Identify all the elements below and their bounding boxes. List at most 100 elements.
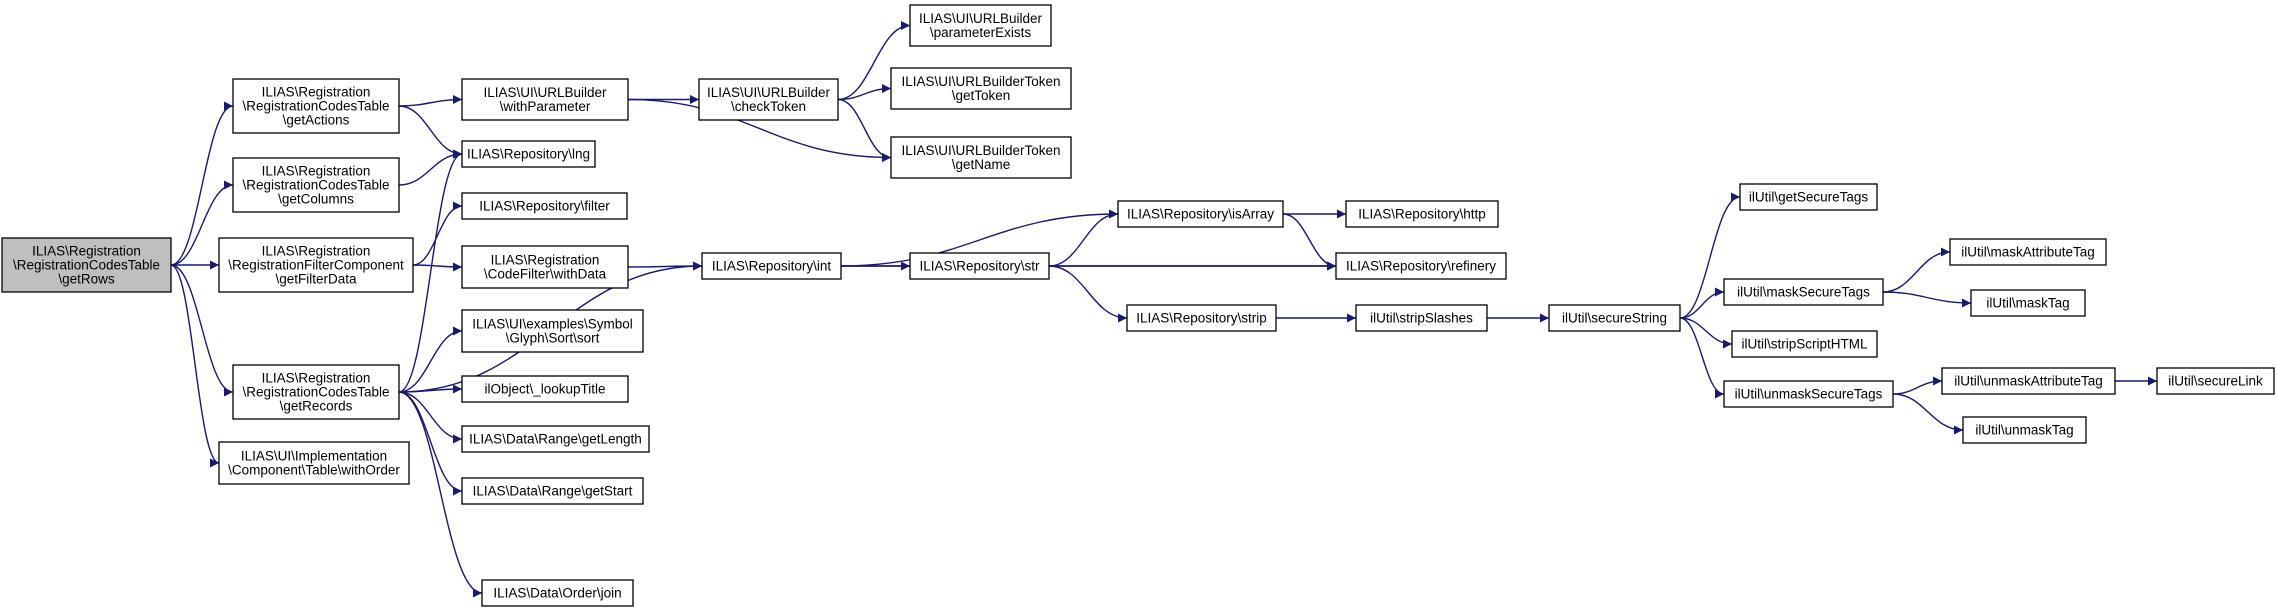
node-label-line: \checkToken (731, 99, 806, 114)
node-with-data[interactable]: ILIAS\Registration\CodeFilter\withData (461, 245, 629, 289)
node-secure-string[interactable]: ilUtil\secureString (1548, 304, 1681, 332)
node-check-token[interactable]: ILIAS\UI\URLBuilder\checkToken (698, 78, 839, 121)
edge-get-filter-data-to-with-data (412, 262, 463, 272)
node-label-line: ilUtil\getSecureTags (1749, 190, 1869, 205)
node-mask-secure-tags[interactable]: ilUtil\maskSecureTags (1723, 278, 1884, 306)
edge-get-filter-data-to-filter (412, 201, 463, 266)
edge-get-records-to-get-length (398, 391, 463, 444)
node-unmask-secure-tags[interactable]: ilUtil\unmaskSecureTags (1723, 380, 1894, 408)
node-box (1723, 278, 1884, 306)
edge-int-to-is-array (840, 209, 1119, 267)
node-label-line: ilUtil\secureString (1562, 311, 1667, 326)
node-label-line: ILIAS\UI\URLBuilderToken (901, 143, 1060, 158)
edge-root-to-with-order (170, 264, 220, 468)
node-label-line: ilUtil\stripSlashes (1370, 311, 1473, 326)
node-label-line: ILIAS\Repository\str (919, 259, 1040, 274)
node-label-line: ILIAS\Repository\lng (467, 147, 590, 162)
node-box (461, 78, 629, 121)
node-get-filter-data[interactable]: ILIAS\Registration\RegistrationFilterCom… (218, 237, 414, 293)
node-get-start[interactable]: ILIAS\Data\Range\getStart (461, 477, 644, 505)
node-secure-link[interactable]: ilUtil\secureLink (2156, 367, 2275, 395)
node-unmask-attribute-tag[interactable]: ilUtil\unmaskAttributeTag (1941, 367, 2116, 395)
edge-get-records-to-lng (398, 149, 463, 393)
node-get-name[interactable]: ILIAS\UI\URLBuilderToken\getName (890, 136, 1072, 179)
node-label-line: ilUtil\maskAttributeTag (1961, 245, 2095, 260)
node-mask-attribute-tag[interactable]: ilUtil\maskAttributeTag (1949, 238, 2107, 266)
node-get-columns[interactable]: ILIAS\Registration\RegistrationCodesTabl… (232, 157, 400, 213)
node-box (1731, 330, 1878, 358)
node-label-line: ILIAS\Repository\refinery (1346, 259, 1496, 274)
node-box (1723, 380, 1894, 408)
node-label-line: ilUtil\unmaskSecureTags (1735, 387, 1883, 402)
edge-str-to-strip (1048, 265, 1128, 323)
node-label-line: \RegistrationCodesTable (13, 258, 160, 273)
node-label-line: \getName (952, 157, 1011, 172)
node-get-secure-tags[interactable]: ilUtil\getSecureTags (1739, 183, 1878, 211)
node-box (218, 237, 414, 293)
node-get-actions[interactable]: ILIAS\Registration\RegistrationCodesTabl… (232, 78, 400, 134)
edge-secure-string-to-strip-script-html (1679, 317, 1733, 349)
node-strip-script-html[interactable]: ilUtil\stripScriptHTML (1731, 330, 1878, 358)
edge-is-array-to-refinery (1282, 213, 1337, 271)
node-get-length[interactable]: ILIAS\Data\Range\getLength (461, 425, 650, 453)
node-filter[interactable]: ILIAS\Repository\filter (461, 192, 628, 220)
node-box (461, 140, 596, 168)
node-box (232, 364, 400, 420)
node-box (1739, 183, 1878, 211)
node-box (1117, 200, 1284, 228)
edge-root-to-get-records (170, 264, 234, 397)
edge-with-data-to-int (627, 261, 703, 271)
node-box (1345, 200, 1499, 228)
edge-get-records-to-join (398, 391, 483, 598)
node-label-line: ILIAS\Registration (491, 253, 600, 268)
node-mask-tag[interactable]: ilUtil\maskTag (1970, 289, 2086, 317)
node-box (890, 67, 1072, 110)
node-is-array[interactable]: ILIAS\Repository\isArray (1117, 200, 1284, 228)
node-box (461, 245, 629, 289)
node-lng[interactable]: ILIAS\Repository\lng (461, 140, 596, 168)
node-str[interactable]: ILIAS\Repository\str (909, 252, 1050, 280)
node-label-line: ILIAS\Repository\filter (479, 199, 610, 214)
edge-check-token-to-parameter-exists (837, 21, 911, 101)
node-label-line: \getColumns (278, 192, 354, 207)
node-label-line: \RegistrationCodesTable (242, 99, 389, 114)
node-refinery[interactable]: ILIAS\Repository\refinery (1335, 252, 1507, 280)
node-root[interactable]: ILIAS\Registration\RegistrationCodesTabl… (1, 237, 172, 293)
edge-get-actions-to-lng (398, 105, 463, 159)
node-get-token[interactable]: ILIAS\UI\URLBuilderToken\getToken (890, 67, 1072, 110)
node-label-line: ILIAS\Repository\strip (1136, 311, 1267, 326)
node-int[interactable]: ILIAS\Repository\int (701, 252, 842, 280)
node-strip-slashes[interactable]: ilUtil\stripSlashes (1355, 304, 1488, 332)
node-box (461, 375, 629, 403)
node-box (909, 252, 1050, 280)
node-label-line: \withParameter (500, 99, 591, 114)
node-with-order[interactable]: ILIAS\UI\Implementation\Component\Table\… (218, 441, 410, 485)
node-box (232, 78, 400, 134)
node-box (232, 157, 400, 213)
edge-check-token-to-get-token (837, 84, 892, 101)
node-unmask-tag[interactable]: ilUtil\unmaskTag (1962, 416, 2087, 444)
node-with-parameter[interactable]: ILIAS\UI\URLBuilder\withParameter (461, 78, 629, 121)
edge-root-to-get-actions (170, 101, 234, 266)
node-http[interactable]: ILIAS\Repository\http (1345, 200, 1499, 228)
node-sort[interactable]: ILIAS\UI\examples\Symbol\Glyph\Sort\sort (461, 309, 644, 353)
node-box (1941, 367, 2116, 395)
node-box (1, 237, 172, 293)
edge-get-records-to-sort (398, 326, 463, 393)
node-box (461, 309, 644, 353)
node-strip[interactable]: ILIAS\Repository\strip (1126, 304, 1277, 332)
node-lookup-title[interactable]: ilObject\_lookupTitle (461, 375, 629, 403)
node-box (1335, 252, 1507, 280)
node-label-line: \Glyph\Sort\sort (506, 331, 600, 346)
node-label-line: \getRecords (280, 399, 353, 414)
edge-mask-secure-tags-to-mask-attribute-tag (1882, 247, 1951, 293)
node-parameter-exists[interactable]: ILIAS\UI\URLBuilder\parameterExists (909, 4, 1052, 47)
node-label-line: ILIAS\Registration (262, 85, 371, 100)
edge-str-to-is-array (1048, 209, 1119, 267)
node-get-records[interactable]: ILIAS\Registration\RegistrationCodesTabl… (232, 364, 400, 420)
node-join[interactable]: ILIAS\Data\Order\join (481, 579, 634, 607)
node-box (461, 192, 628, 220)
edge-secure-string-to-unmask-secure-tags (1679, 317, 1725, 399)
edge-secure-string-to-mask-secure-tags (1679, 287, 1725, 319)
